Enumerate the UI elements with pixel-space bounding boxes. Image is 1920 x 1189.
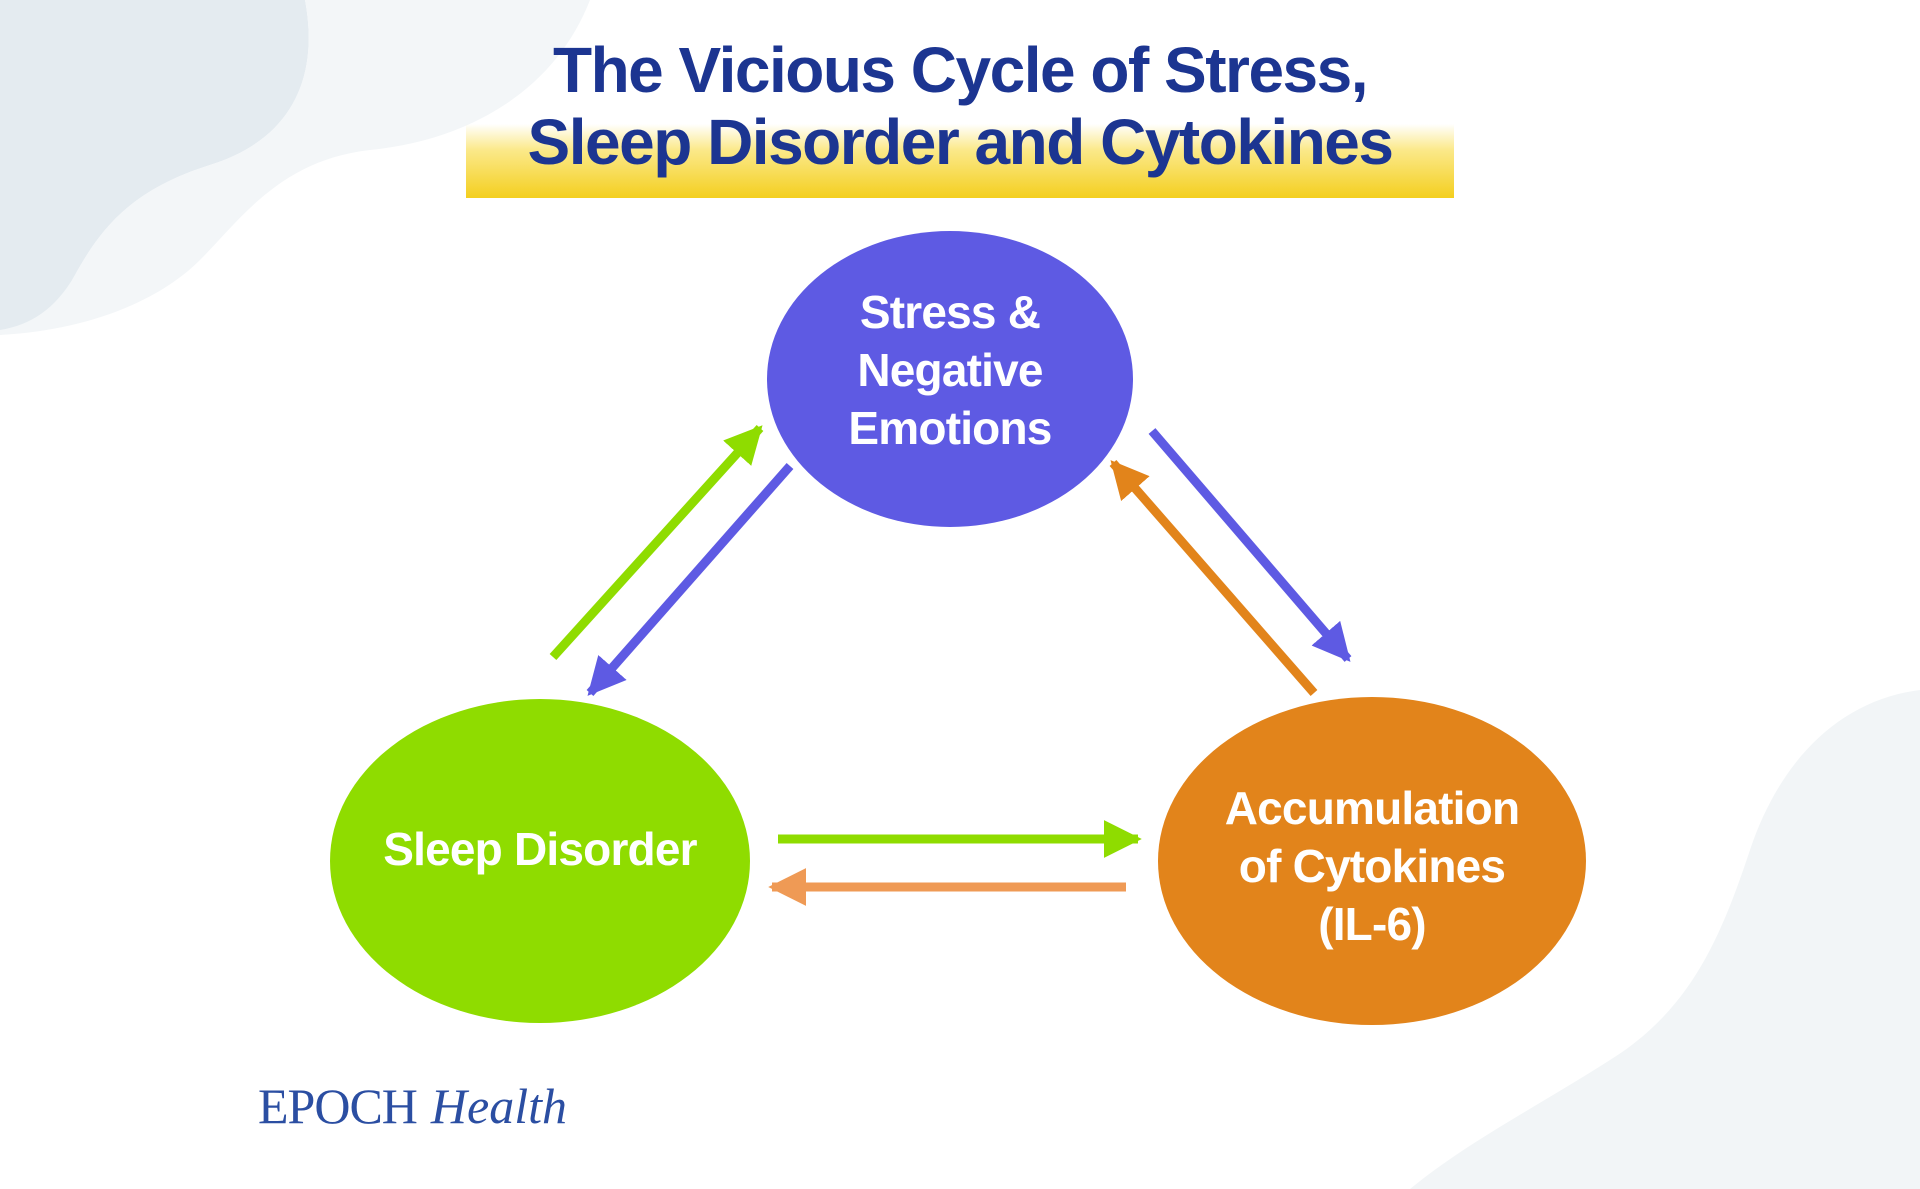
sleep-disorder-node-label: Sleep Disorder — [360, 820, 720, 878]
top-left-blob-soft — [0, 0, 590, 335]
title-line-2: Sleep Disorder and Cytokines — [527, 106, 1394, 178]
arrow-stress-to-cytokines — [1148, 428, 1352, 662]
top-left-blob — [0, 0, 309, 335]
cytokines-label-line-1: Accumulation — [1224, 782, 1520, 834]
stress-label-line-2: Negative — [857, 344, 1043, 396]
stress-label-line-3: Emotions — [848, 402, 1052, 454]
stress-node — [767, 231, 1133, 527]
cytokines-node-label: Accumulation of Cytokines (IL-6) — [1192, 779, 1552, 953]
arrow-cytokines-to-stress — [1109, 460, 1318, 696]
logo-brand: EPOCH — [258, 1078, 418, 1134]
logo-sub: Health — [430, 1078, 568, 1134]
cytokines-node — [1158, 697, 1586, 1025]
title-highlight-bar — [466, 124, 1454, 198]
cytokines-label-line-3: (IL-6) — [1318, 898, 1426, 950]
arrow-stress-to-sleep — [586, 463, 794, 696]
stress-node-label: Stress & Negative Emotions — [800, 283, 1100, 457]
cytokines-label-line-2: of Cytokines — [1238, 840, 1506, 892]
title-line-1: The Vicious Cycle of Stress, — [552, 34, 1369, 106]
sleep-disorder-node — [330, 699, 750, 1023]
page-title: The Vicious Cycle of Stress, Sleep Disor… — [0, 34, 1920, 178]
bottom-right-blob — [1410, 690, 1920, 1189]
sleep-label-line-1: Sleep Disorder — [383, 823, 697, 875]
stress-label-line-1: Stress & — [859, 286, 1041, 338]
arrow-sleep-to-stress — [549, 424, 764, 661]
